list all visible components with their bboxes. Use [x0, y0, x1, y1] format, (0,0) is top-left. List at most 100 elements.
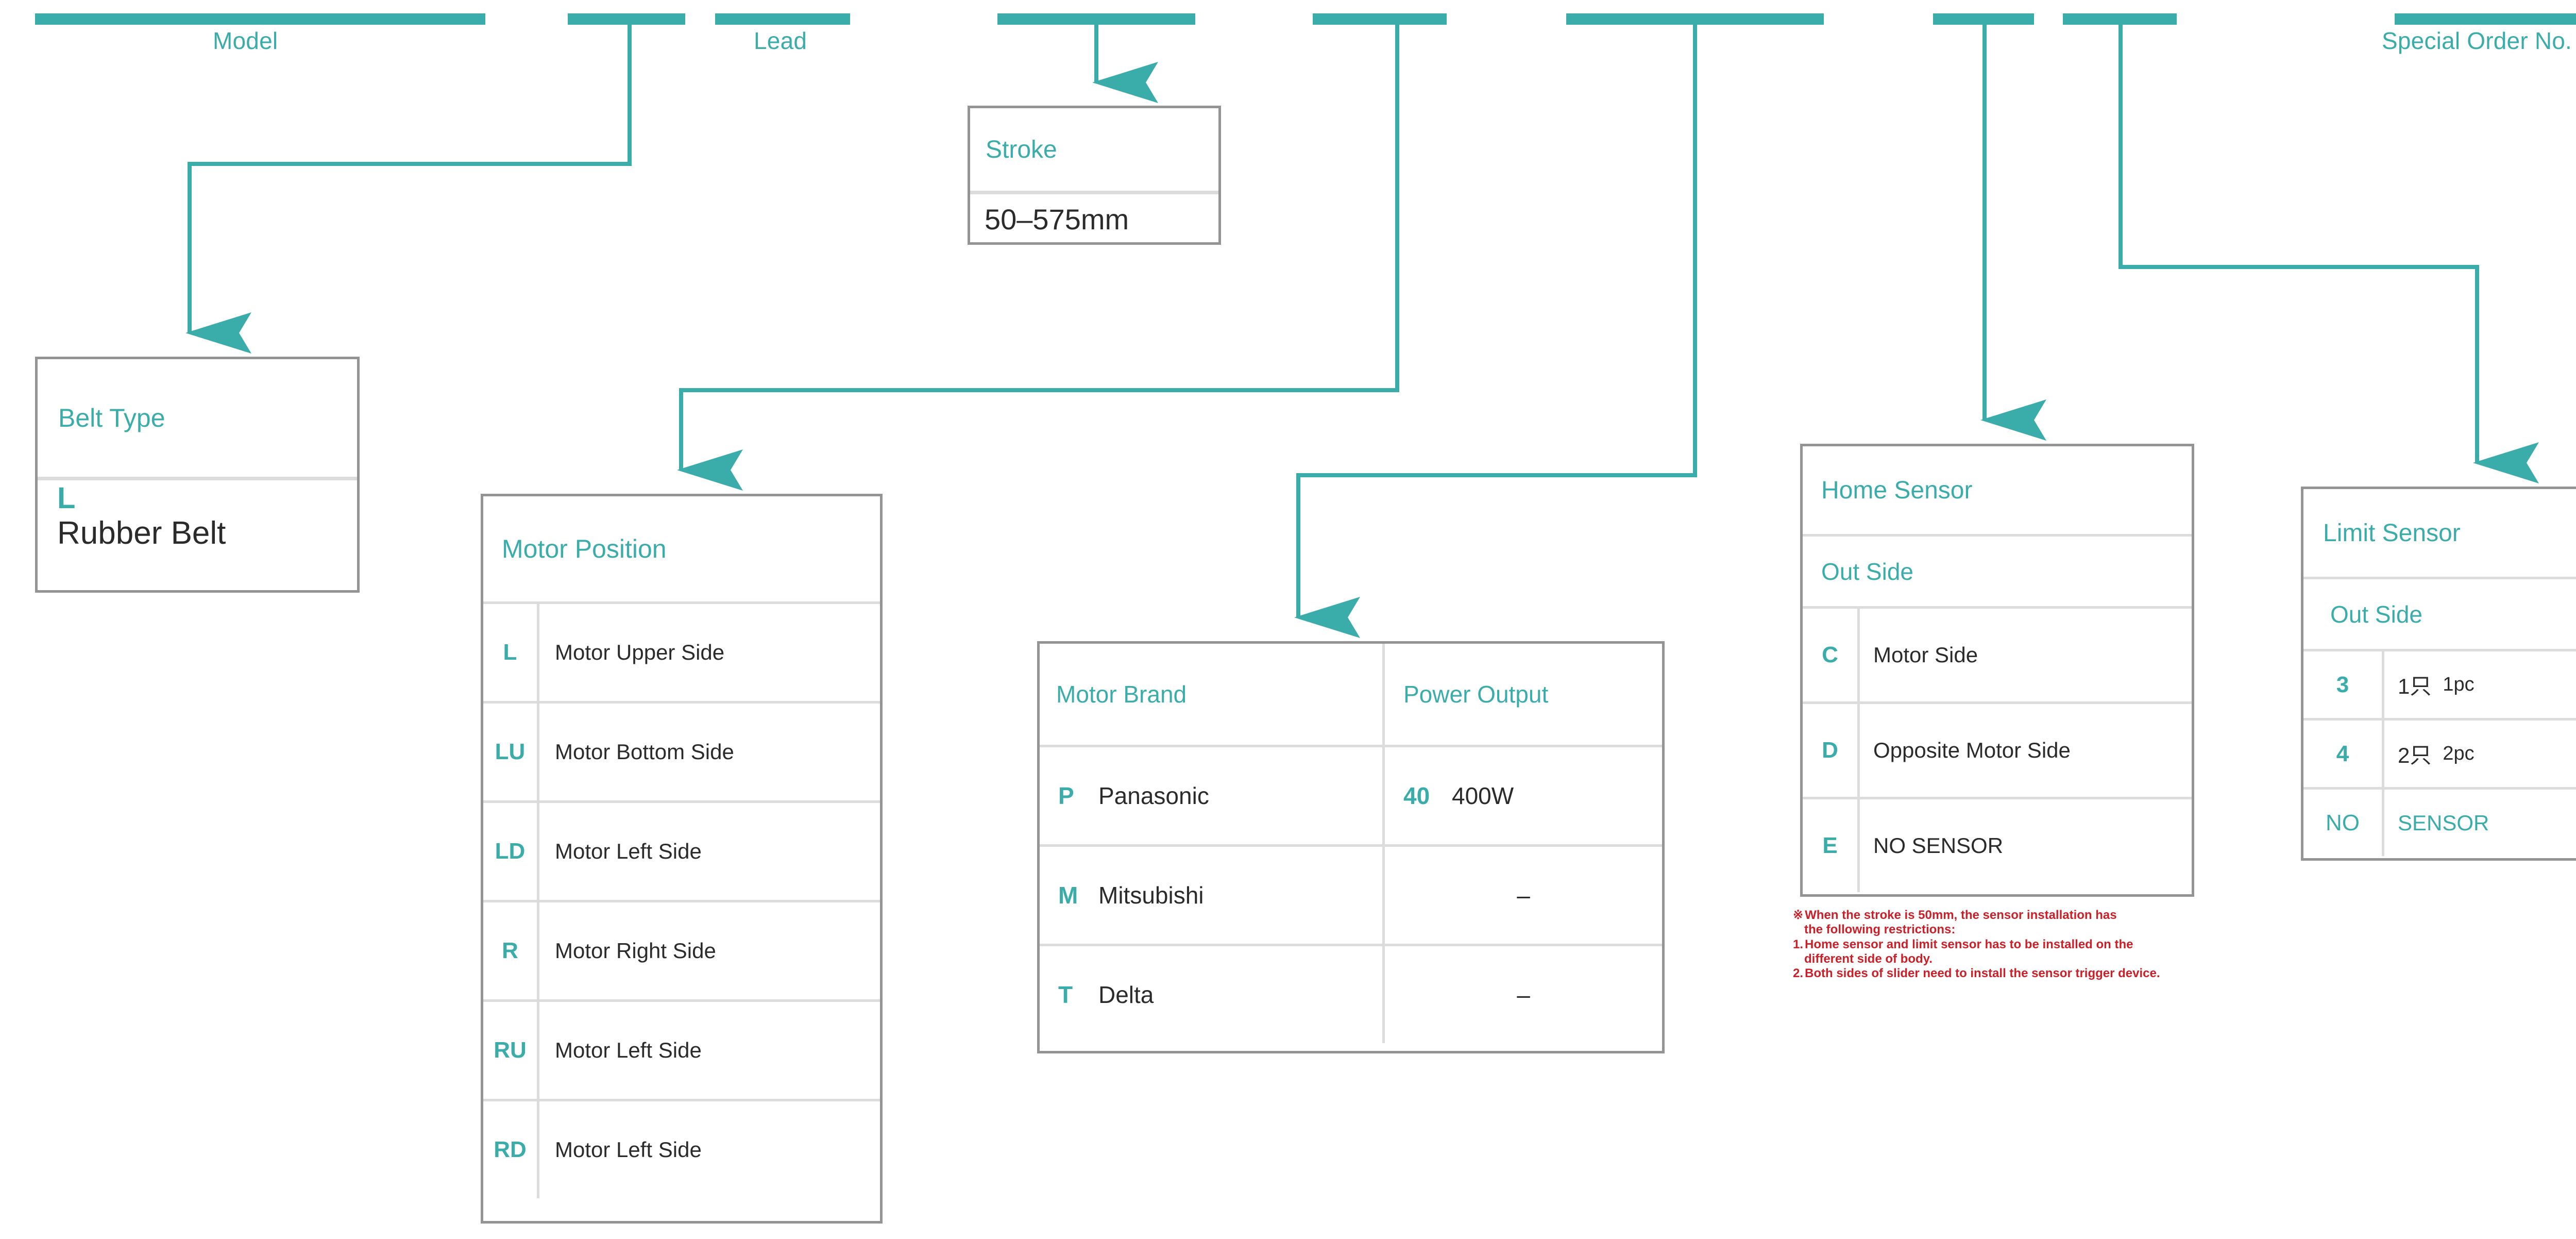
- power-code: 40: [1403, 782, 1430, 809]
- row-desc: Motor Side: [1857, 609, 2192, 701]
- row-desc: Motor Left Side: [537, 1101, 880, 1198]
- row-desc: Opposite Motor Side: [1857, 704, 2192, 797]
- brand-cell: P Panasonic: [1040, 747, 1382, 844]
- table-row: M Mitsubishi –: [1040, 844, 1662, 944]
- brand-code: M: [1058, 882, 1078, 909]
- table-row: LD Motor Left Side: [483, 800, 880, 900]
- home-sensor-rows: C Motor Side D Opposite Motor Side E NO …: [1803, 606, 2192, 892]
- brand-name: Panasonic: [1098, 782, 1209, 809]
- motor-position-title: Motor Position: [502, 534, 667, 563]
- table-row: D Opposite Motor Side: [1803, 701, 2192, 797]
- row-desc: Motor Bottom Side: [537, 704, 880, 800]
- row-pcs: 1pc: [2443, 674, 2475, 695]
- note-line: 1. Home sensor and limit sensor has to b…: [1793, 937, 2313, 952]
- stroke-title: Stroke: [986, 136, 1057, 163]
- note-mark-icon: ※: [1793, 908, 1804, 922]
- power-cell: 40 400W: [1382, 747, 1662, 844]
- row-desc: Motor Right Side: [537, 902, 880, 999]
- motor-position-table: Motor Position L Motor Upper Side LU Mot…: [481, 494, 883, 1224]
- limit-sensor-rows: 3 1只 1pc 4 2只 2pc NO SENSOR: [2303, 649, 2576, 856]
- row-code: L: [503, 640, 517, 665]
- power-value: –: [1517, 981, 1530, 1008]
- belt-type-body: L Rubber Belt: [38, 480, 357, 592]
- header-label-lead: Lead: [754, 27, 807, 54]
- row-desc: Motor Left Side: [537, 803, 880, 900]
- note-line: 2. Both sides of slider need to install …: [1793, 966, 2313, 981]
- table-row: RD Motor Left Side: [483, 1099, 880, 1198]
- row-code: D: [1822, 738, 1838, 763]
- table-row: RU Motor Left Side: [483, 999, 880, 1099]
- motor-position-rows: L Motor Upper Side LU Motor Bottom Side …: [483, 601, 880, 1198]
- power-value: 400W: [1452, 782, 1514, 809]
- home-sensor-table: Home Sensor Out Side C Motor Side D Oppo…: [1800, 444, 2194, 897]
- stroke-box: Stroke 50–575mm: [968, 106, 1221, 245]
- note-text: Home sensor and limit sensor has to be i…: [1805, 937, 2133, 951]
- home-sensor-title: Home Sensor: [1821, 476, 1973, 504]
- home-sensor-subtitle: Out Side: [1803, 534, 2192, 606]
- belt-type-code: L: [57, 481, 76, 515]
- brand-name: Mitsubishi: [1098, 882, 1204, 909]
- stroke-value: 50–575mm: [985, 203, 1129, 236]
- row-code: LD: [495, 839, 526, 864]
- brand-cell: T Delta: [1040, 946, 1382, 1043]
- row-pcs: 2pc: [2443, 743, 2475, 764]
- row-desc: SENSOR: [2382, 790, 2576, 856]
- header-label-special-order-no: Special Order No.: [2382, 27, 2572, 54]
- limit-sensor-table: Limit Sensor Out Side 3 1只 1pc 4 2只 2pc …: [2301, 487, 2576, 861]
- note-text: Both sides of slider need to install the…: [1805, 966, 2160, 981]
- motor-brand-rows: P Panasonic 40 400W M Mitsubishi –: [1040, 745, 1662, 1043]
- belt-type-box: Belt Type L Rubber Belt: [35, 357, 360, 593]
- divider: [970, 191, 1218, 194]
- limit-sensor-subtitle: Out Side: [2303, 577, 2576, 649]
- row-code: LU: [495, 739, 526, 764]
- power-value: –: [1517, 882, 1530, 909]
- note-text: different side of body.: [1804, 951, 1933, 966]
- row-code: RD: [494, 1137, 527, 1162]
- motor-brand-col-title: Motor Brand: [1056, 681, 1187, 708]
- table-row: T Delta –: [1040, 944, 1662, 1043]
- row-desc: NO SENSOR: [1857, 799, 2192, 892]
- row-desc: Motor Left Side: [537, 1002, 880, 1099]
- power-output-col-title: Power Output: [1382, 644, 1662, 745]
- table-row: E NO SENSOR: [1803, 797, 2192, 892]
- header-label-model: Model: [213, 27, 278, 54]
- row-code: R: [502, 938, 518, 963]
- power-cell: –: [1382, 847, 1662, 944]
- row-code: RU: [494, 1037, 527, 1063]
- table-row: C Motor Side: [1803, 606, 2192, 701]
- table-row: 4 2只 2pc: [2303, 718, 2576, 787]
- motor-brand-table: Motor Brand Power Output P Panasonic 40 …: [1037, 641, 1665, 1053]
- table-row: R Motor Right Side: [483, 900, 880, 999]
- brand-cell: M Mitsubishi: [1040, 847, 1382, 944]
- brand-code: T: [1058, 981, 1073, 1008]
- table-row: L Motor Upper Side: [483, 601, 880, 701]
- table-row: P Panasonic 40 400W: [1040, 745, 1662, 844]
- table-row: LU Motor Bottom Side: [483, 701, 880, 800]
- restriction-note: ※ When the stroke is 50mm, the sensor in…: [1793, 908, 2313, 981]
- row-count: 2只: [2398, 743, 2432, 767]
- table-row: NO SENSOR: [2303, 787, 2576, 856]
- row-desc: 2只 2pc: [2382, 721, 2576, 787]
- row-code: C: [1822, 642, 1838, 667]
- brand-name: Delta: [1098, 981, 1154, 1008]
- row-desc: Motor Upper Side: [537, 604, 880, 701]
- note-number: 2.: [1793, 966, 1804, 981]
- belt-type-title: Belt Type: [58, 404, 165, 432]
- note-text: When the stroke is 50mm, the sensor inst…: [1805, 908, 2117, 922]
- power-cell: –: [1382, 946, 1662, 1043]
- row-desc: 1只 1pc: [2382, 651, 2576, 718]
- limit-sensor-title: Limit Sensor: [2323, 519, 2461, 547]
- row-code: 4: [2336, 741, 2349, 766]
- divider: [38, 477, 357, 480]
- row-code: 3: [2336, 672, 2349, 697]
- row-code: E: [1822, 833, 1838, 858]
- table-row: 3 1只 1pc: [2303, 649, 2576, 718]
- note-line: ※ When the stroke is 50mm, the sensor in…: [1793, 908, 2313, 923]
- belt-type-desc: Rubber Belt: [57, 515, 226, 551]
- motor-brand-header: Motor Brand Power Output: [1040, 644, 1662, 745]
- note-text: the following restrictions:: [1804, 923, 1956, 937]
- brand-code: P: [1058, 782, 1074, 809]
- row-count: SENSOR: [2398, 810, 2489, 835]
- note-number: 1.: [1793, 937, 1804, 951]
